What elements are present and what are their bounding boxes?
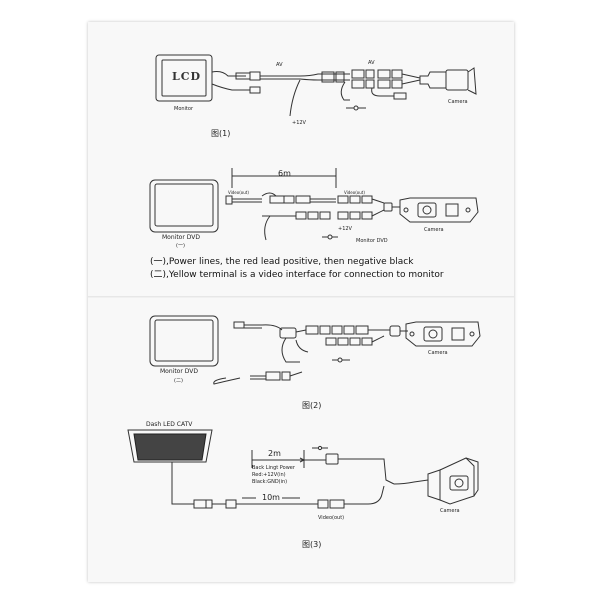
fig1-plug-2	[249, 71, 261, 81]
fig2a-camera-label: Camera	[424, 227, 444, 233]
fig1-camera-body	[419, 71, 447, 89]
fig2a-drawing	[149, 168, 479, 241]
fig3-black-label: Black:GND(in)	[252, 479, 288, 485]
fig2a-note-1: (一),Power lines, the red lead positive, …	[150, 257, 414, 267]
fig2a-monitor-sub: (一)	[176, 243, 185, 249]
fig2a-monitor-label: Monitor DVD	[162, 234, 200, 241]
fig1-monitor-screen	[161, 59, 207, 97]
page-fold	[88, 296, 514, 298]
fig3-camera-body	[439, 457, 475, 505]
fig2b-monitor-sub: (二)	[174, 378, 183, 384]
fig2b-drawing	[149, 315, 481, 385]
fig3-red-label: Red:+12V(in)	[252, 472, 286, 478]
fig1-monitor-label: Monitor	[174, 106, 194, 112]
fig1-plug-3	[249, 86, 261, 94]
fig3-dash-label: Dash LED CATV	[146, 421, 193, 428]
fig2b-camera-body	[405, 321, 481, 347]
fig1-av-left-label: AV	[276, 62, 283, 68]
fig2b-monitor-screen	[154, 319, 214, 362]
fig1-lcd-label: LCD	[172, 70, 202, 83]
manual-sheet	[88, 22, 514, 582]
fig1-power-label: +12V	[292, 120, 306, 126]
fig1-camera-label: Camera	[448, 99, 468, 105]
fig3-10m-label: 10m	[262, 493, 280, 502]
fig2b-monitor-outer	[149, 315, 219, 367]
fig1-av-right-label: AV	[368, 60, 375, 66]
fig3-drawing	[127, 429, 479, 509]
fig1-av-conn-2	[351, 69, 365, 79]
fig2a-camera-body	[399, 197, 479, 223]
fig2a-length-label: 6m	[278, 169, 291, 178]
fig2a-monitor-screen	[154, 183, 214, 227]
fig3-caption: 图(3)	[302, 540, 322, 549]
fig1-caption: 图(1)	[211, 129, 231, 138]
fig3-back-light-label: Back Lingt Power	[252, 465, 295, 471]
fig1-av-conn-1	[321, 71, 335, 83]
fig2a-video-out-label: Video(out)	[344, 190, 365, 195]
fig3-dash-unit	[127, 429, 213, 463]
fig2b-caption: 图(2)	[302, 401, 322, 410]
fig2b-camera-label: Camera	[428, 350, 448, 356]
fig2a-power-label: +12V	[338, 226, 352, 232]
fig2a-monitor-outer	[149, 179, 219, 233]
fig2a-note-2: (二),Yellow terminal is a video interface…	[150, 270, 444, 280]
fig2a-monitor-dvd-label: Monitor DVD	[356, 238, 388, 244]
fig3-video-out-label: Video(out)	[318, 515, 345, 521]
fig1-drawing	[155, 54, 477, 117]
fig3-2m-label: 2m	[268, 449, 281, 458]
fig2b-monitor-label: Monitor DVD	[160, 368, 198, 375]
fig3-camera-label: Camera	[440, 508, 460, 514]
fig1-monitor-outer	[155, 54, 213, 102]
fig2a-video-in-label: Video(out)	[228, 190, 249, 195]
